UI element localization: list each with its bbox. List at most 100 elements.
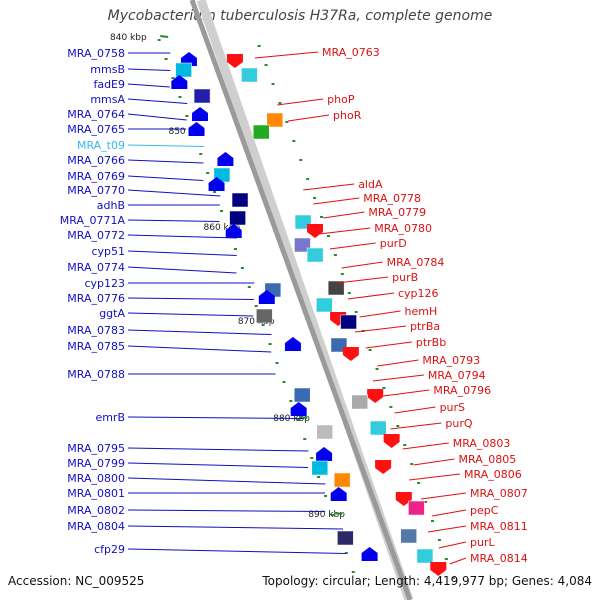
kbp-tick-mark <box>160 35 169 38</box>
kbp-tick-label: 840 kbp <box>110 33 147 43</box>
gene-block <box>333 472 351 488</box>
gene-arrow <box>284 337 301 351</box>
gene-label-left[interactable]: MRA_0765 <box>67 123 125 136</box>
gene-label-right[interactable]: MRA_0811 <box>470 520 528 533</box>
gene-label-right[interactable]: MRA_0779 <box>368 206 426 219</box>
gene-label-right[interactable]: MRA_0784 <box>387 256 445 269</box>
gene-block <box>294 237 311 253</box>
gene-label-left[interactable]: MRA_0799 <box>67 457 125 470</box>
gene-label-left[interactable]: cyp123 <box>84 277 125 290</box>
leader-line <box>254 51 319 59</box>
gene-label-right[interactable]: cyp126 <box>398 287 439 300</box>
gene-features <box>171 52 447 576</box>
gene-arrow <box>306 224 323 238</box>
gene-label-right[interactable]: MRA_0780 <box>374 222 432 235</box>
gene-block <box>327 280 345 296</box>
gene-label-left[interactable]: MRA_0800 <box>67 472 125 485</box>
gene-label-right[interactable]: purQ <box>445 417 472 430</box>
leader-line <box>127 98 188 104</box>
gene-label-right[interactable]: MRA_0763 <box>322 46 380 59</box>
gene-label-left[interactable]: fadE9 <box>93 78 125 91</box>
gene-arrow <box>316 447 333 461</box>
gene-label-right[interactable]: MRA_0794 <box>428 369 486 382</box>
gene-label-left[interactable]: MRA_0766 <box>67 154 125 167</box>
genome-axis <box>189 0 414 600</box>
kbp-tick-label: 890 kbp <box>308 510 345 520</box>
gene-arrow <box>180 52 197 66</box>
gene-label-right[interactable]: purD <box>380 237 407 250</box>
leader-line <box>365 341 412 349</box>
leader-line <box>354 325 407 333</box>
gene-label-right[interactable]: ptrBb <box>416 336 446 349</box>
gene-arrow <box>258 290 275 304</box>
gene-label-left[interactable]: MRA_0770 <box>67 184 125 197</box>
gene-label-right[interactable]: MRA_0803 <box>453 437 511 450</box>
gene-label-left[interactable]: MRA_0802 <box>67 504 125 517</box>
gene-label-left[interactable]: MRA_0801 <box>67 487 125 500</box>
gene-label-left[interactable]: cyp51 <box>91 245 125 258</box>
gene-label-left[interactable]: MRA_0785 <box>67 340 125 353</box>
gene-block <box>311 460 329 476</box>
gene-label-left[interactable]: MRA_0774 <box>67 261 125 274</box>
gene-label-right[interactable]: MRA_0814 <box>470 552 528 565</box>
gene-block <box>231 192 249 208</box>
leader-line <box>127 329 272 335</box>
gene-label-right[interactable]: purB <box>392 271 418 284</box>
gene-block <box>193 88 211 104</box>
gene-arrow <box>290 402 307 416</box>
leader-line <box>329 242 376 250</box>
gene-label-left[interactable]: MRA_0776 <box>67 292 125 305</box>
gene-label-right[interactable]: pepC <box>470 504 499 517</box>
gene-label-left[interactable]: mmsA <box>90 93 125 106</box>
gene-label-left[interactable]: MRA_0788 <box>67 368 125 381</box>
gene-block <box>316 297 333 313</box>
gene-label-left[interactable]: mmsB <box>90 63 125 76</box>
gene-arrow <box>375 460 392 474</box>
gene-label-right[interactable]: hemH <box>405 305 438 318</box>
gene-label-right[interactable]: purS <box>440 401 465 414</box>
gene-arrow <box>192 107 209 121</box>
gene-label-left[interactable]: MRA_0771A <box>60 214 126 227</box>
gene-label-left[interactable]: MRA_0783 <box>67 324 125 337</box>
leader-line <box>127 219 220 222</box>
leader-line <box>313 197 360 205</box>
gene-label-right[interactable]: MRA_0793 <box>422 354 480 367</box>
gene-label-right[interactable]: ptrBa <box>410 320 440 333</box>
leader-line <box>449 557 467 565</box>
gene-arrow <box>361 547 378 561</box>
gene-arrow <box>395 492 412 506</box>
gene-label-left[interactable]: MRA_0795 <box>67 442 125 455</box>
gene-label-left[interactable]: MRA_0769 <box>67 170 125 183</box>
leader-line <box>359 310 401 318</box>
leader-line <box>413 458 455 466</box>
kbp-tick-mark <box>334 512 343 515</box>
gene-arrow <box>367 389 384 403</box>
gene-label-right[interactable]: phoR <box>333 109 362 122</box>
gene-label-right[interactable]: MRA_0796 <box>433 384 491 397</box>
gene-label-right[interactable]: purL <box>470 536 495 549</box>
gene-label-right[interactable]: MRA_0806 <box>464 468 522 481</box>
gene-label-right[interactable]: MRA_0778 <box>363 192 421 205</box>
leader-line <box>383 389 430 397</box>
gene-label-left[interactable]: ggtA <box>99 307 125 320</box>
gene-label-left[interactable]: MRA_0764 <box>67 108 125 121</box>
gene-block <box>369 420 387 436</box>
gene-block <box>416 548 434 564</box>
gene-label-left[interactable]: emrB <box>95 411 125 424</box>
gene-label-left[interactable]: MRA_0804 <box>67 520 125 533</box>
gene-label-right[interactable]: aldA <box>358 178 383 191</box>
leader-line <box>127 416 304 419</box>
gene-label-right[interactable]: phoP <box>327 93 355 106</box>
gene-arrow <box>208 177 225 191</box>
leader-line <box>127 462 309 468</box>
gene-label-left[interactable]: MRA_0772 <box>67 229 125 242</box>
gene-label-left[interactable]: adhB <box>97 199 125 212</box>
gene-label-left[interactable]: cfp29 <box>94 543 125 556</box>
kbp-tick-label: 850 kbp <box>168 127 205 137</box>
gene-label-right[interactable]: MRA_0807 <box>470 487 528 500</box>
gene-label-left[interactable]: MRA_0758 <box>67 47 125 60</box>
gene-label-right[interactable]: MRA_0805 <box>459 453 517 466</box>
leader-line <box>127 83 170 88</box>
gene-label-left[interactable]: MRA_t09 <box>77 139 125 152</box>
